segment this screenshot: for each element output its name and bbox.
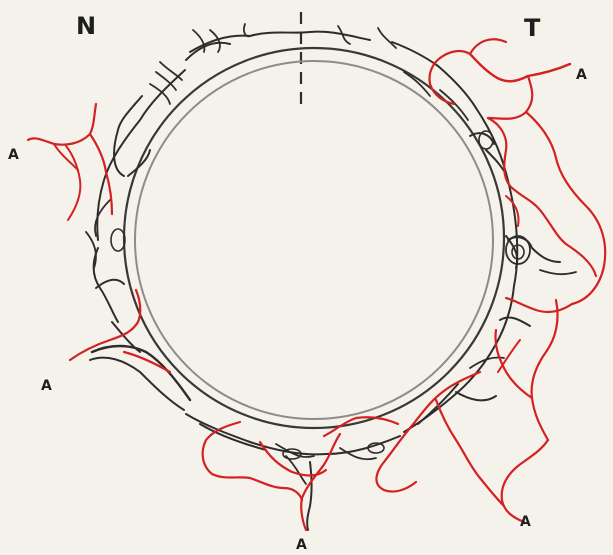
cornea-inner-circle: [135, 61, 493, 419]
artery-label-top-right: A: [576, 68, 587, 82]
temporal-label: T: [524, 16, 540, 40]
artery-network: [28, 39, 605, 530]
cornea-outer-circle: [124, 48, 504, 428]
artery-label-bottom: A: [296, 538, 307, 552]
limbal-vein-network: [86, 24, 576, 530]
vessel-loops: [111, 131, 530, 459]
artery-label-bottom-left: A: [41, 379, 52, 393]
nasal-label: N: [76, 14, 96, 38]
artery-label-left: A: [8, 148, 19, 162]
artery-label-bottom-right: A: [520, 515, 531, 529]
